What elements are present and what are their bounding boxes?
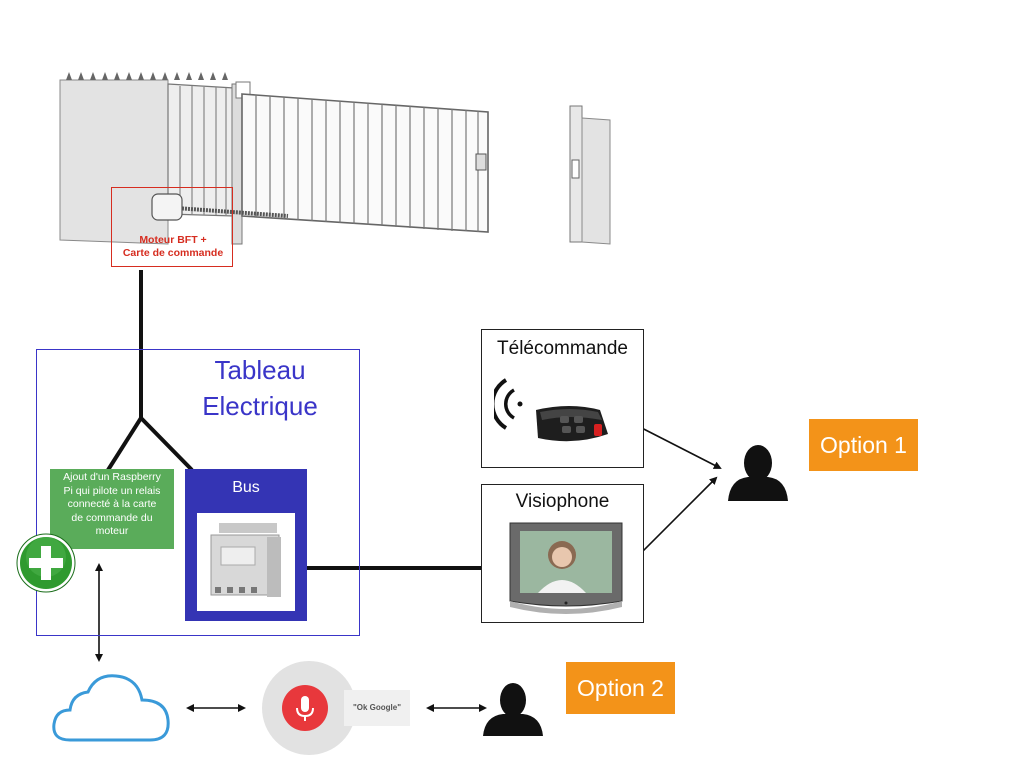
telecommande-box: Télécommande	[481, 329, 644, 468]
din-module-icon	[210, 523, 281, 597]
tableau-electrique-frame	[36, 349, 360, 636]
raspberry-line1: Ajout d'un Raspberry	[63, 471, 161, 483]
remote-control-icon	[536, 406, 608, 442]
bus-module-image	[197, 513, 295, 611]
motor-label-line2: Carte de commande	[122, 247, 224, 259]
option-1-badge: Option 1	[809, 419, 918, 471]
bus-box: Bus	[185, 469, 307, 621]
visiophone-box: Visiophone	[481, 484, 644, 623]
fork-right	[139, 416, 194, 472]
person-icon	[483, 683, 543, 736]
telecommande-title: Télécommande	[497, 338, 628, 359]
person-icon	[728, 445, 788, 501]
plus-badge-icon	[16, 533, 76, 593]
motor-highlight-box	[111, 187, 233, 267]
raspberry-line4: de commande du	[71, 511, 153, 524]
wall-spikes	[66, 72, 228, 80]
raspberry-line2: Pi qui pilote un relais	[63, 484, 161, 497]
videophone-screen-icon	[509, 522, 623, 614]
ok-google-bubble: "Ok Google"	[344, 690, 410, 726]
raspberry-box: Ajout d'un Raspberry Pi qui pilote un re…	[50, 469, 174, 549]
tableau-title: Tableau Electrique	[180, 352, 340, 424]
microphone-icon	[282, 685, 328, 731]
sliding-gate-illustration	[59, 72, 611, 245]
bus-title: Bus	[232, 479, 260, 496]
raspberry-line5: moteur	[95, 525, 129, 537]
option-2-badge: Option 2	[566, 662, 675, 714]
fork-left	[106, 416, 143, 472]
motor-label-line1: Moteur BFT +	[139, 234, 207, 246]
raspberry-line3: connecté à la carte	[67, 498, 157, 510]
cloud-icon	[52, 674, 170, 742]
visiophone-title: Visiophone	[515, 491, 610, 512]
motor-label: Moteur BFT + Carte de commande	[112, 234, 234, 260]
wireless-signal-icon	[494, 378, 523, 430]
tableau-title-line2: Electrique	[202, 391, 318, 421]
tableau-title-line1: Tableau	[214, 355, 306, 385]
